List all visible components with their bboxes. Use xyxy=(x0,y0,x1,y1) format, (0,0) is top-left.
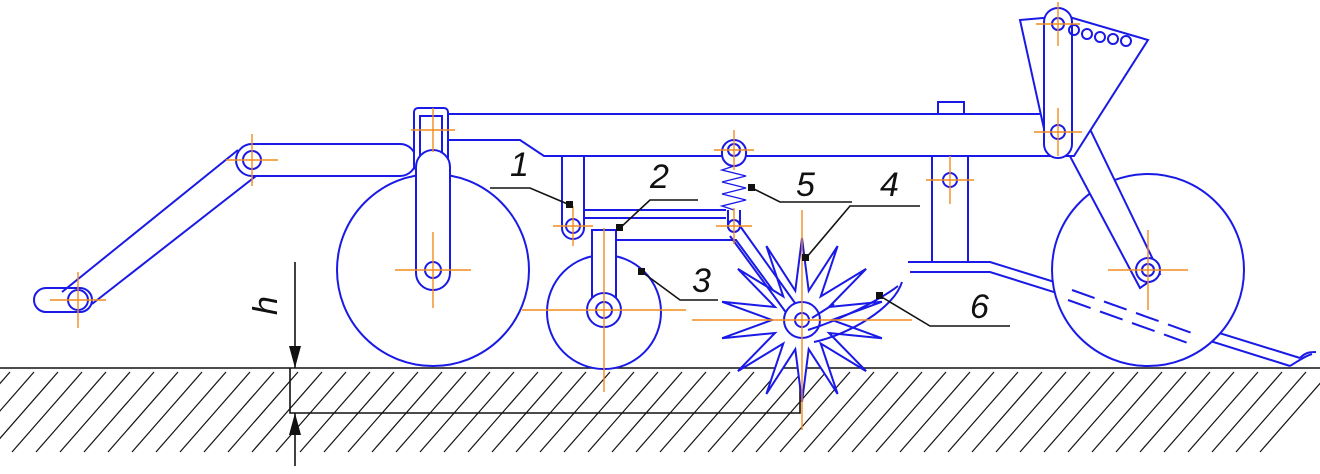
part-2-link xyxy=(584,209,726,219)
part-6-scraper xyxy=(807,281,903,343)
depth-dimension: h xyxy=(247,262,301,466)
center-marks xyxy=(50,2,1188,430)
label-6: 6 xyxy=(970,288,989,326)
label-4: 4 xyxy=(880,166,899,204)
depth-label: h xyxy=(247,296,285,315)
leaders: 1 2 3 4 5 6 xyxy=(490,146,1010,327)
adjusting-sector xyxy=(1018,7,1150,159)
hitch-drawbar xyxy=(33,143,417,313)
label-5: 5 xyxy=(796,166,815,204)
soil-surface xyxy=(0,367,1320,453)
label-2: 2 xyxy=(649,158,669,196)
soil-hatching xyxy=(0,371,1320,453)
label-1: 1 xyxy=(510,146,529,184)
label-3: 3 xyxy=(692,262,711,300)
part-3-packer-wheel xyxy=(546,229,781,370)
